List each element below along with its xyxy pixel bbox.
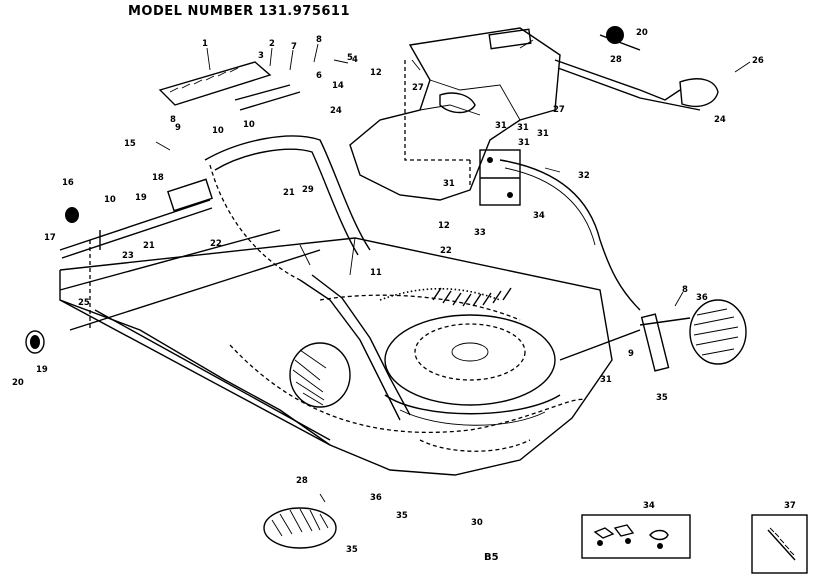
callout-28a: 28 xyxy=(610,55,622,65)
callout-21b: 21 xyxy=(143,241,155,251)
callout-12b: 12 xyxy=(438,221,450,231)
callout-37: 37 xyxy=(784,501,796,511)
callout-35a: 35 xyxy=(656,393,668,403)
callout-36a: 36 xyxy=(696,293,708,303)
callout-34b: 34 xyxy=(643,501,655,511)
callout-9a: 9 xyxy=(175,123,181,133)
callout-16: 16 xyxy=(62,178,74,188)
engine-shroud xyxy=(349,27,561,201)
callout-31d: 31 xyxy=(518,138,530,148)
callout-9b: 9 xyxy=(628,349,634,359)
parts-kit-box-34 xyxy=(581,514,691,559)
callout-29: 29 xyxy=(302,185,314,195)
wheel-rear-left xyxy=(25,330,45,354)
callout-20a: 20 xyxy=(636,28,648,38)
callout-26: 26 xyxy=(752,56,764,66)
wheel-front-left xyxy=(263,507,337,549)
callout-leaders xyxy=(155,39,751,503)
callout-12a: 12 xyxy=(370,68,382,78)
callout-19a: 19 xyxy=(135,193,147,203)
parts-kit-box-37 xyxy=(751,514,808,574)
callout-31c: 31 xyxy=(537,129,549,139)
callout-10c: 10 xyxy=(104,195,116,205)
callout-14: 14 xyxy=(332,81,344,91)
wheel-mid-left xyxy=(289,342,351,408)
handle-assembly xyxy=(204,135,641,421)
callout-10b: 10 xyxy=(243,120,255,130)
front-axle-assembly xyxy=(559,313,691,372)
mower-deck xyxy=(59,237,613,476)
callout-22a: 22 xyxy=(210,239,222,249)
callout-22b: 22 xyxy=(440,246,452,256)
muffler-rod xyxy=(554,34,719,111)
callout-4: 4 xyxy=(352,55,358,65)
model-number-title: MODEL NUMBER 131.975611 xyxy=(128,4,351,19)
callout-31f: 31 xyxy=(600,375,612,385)
callout-21a: 21 xyxy=(283,188,295,198)
callout-8b: 8 xyxy=(170,115,176,125)
callout-34a: 34 xyxy=(533,211,545,221)
callout-24a: 24 xyxy=(330,106,342,116)
callout-23: 23 xyxy=(122,251,134,261)
callout-35b: 35 xyxy=(396,511,408,521)
callout-31a: 31 xyxy=(495,121,507,131)
callout-24b: 24 xyxy=(714,115,726,125)
callout-3: 3 xyxy=(258,51,264,61)
callout-30: 30 xyxy=(471,518,483,528)
wheel-rear-left-hub-top xyxy=(65,207,79,223)
callout-31b: 31 xyxy=(517,123,529,133)
control-bracket xyxy=(479,149,521,206)
callout-11: 11 xyxy=(370,268,382,278)
rear-axle-assembly xyxy=(59,178,331,441)
callout-19b: 19 xyxy=(36,365,48,375)
callout-27b: 27 xyxy=(553,105,565,115)
callout-27a: 27 xyxy=(412,83,424,93)
callout-5: 5 xyxy=(347,53,353,63)
page-code: B5 xyxy=(484,552,499,563)
callout-8c: 8 xyxy=(682,285,688,295)
callout-15: 15 xyxy=(124,139,136,149)
callout-7: 7 xyxy=(291,42,297,52)
callout-20b: 20 xyxy=(12,378,24,388)
callout-36b: 36 xyxy=(370,493,382,503)
callout-32: 32 xyxy=(578,171,590,181)
callout-8a: 8 xyxy=(316,35,322,45)
callout-labels: 1 2 3 4 5 6 7 8 8 8 9 9 10 10 10 11 12 1… xyxy=(12,28,796,555)
callout-1: 1 xyxy=(202,39,208,49)
callout-18: 18 xyxy=(152,173,164,183)
callout-17: 17 xyxy=(44,233,56,243)
callout-10a: 10 xyxy=(212,126,224,136)
callout-6: 6 xyxy=(316,71,322,81)
wheel-front-right xyxy=(689,299,747,365)
callout-31e: 31 xyxy=(443,179,455,189)
callout-35c: 35 xyxy=(346,545,358,555)
callout-25: 25 xyxy=(78,298,90,308)
callout-33: 33 xyxy=(474,228,486,238)
control-panel xyxy=(158,61,301,111)
callout-2: 2 xyxy=(269,39,275,49)
callout-28b: 28 xyxy=(296,476,308,486)
